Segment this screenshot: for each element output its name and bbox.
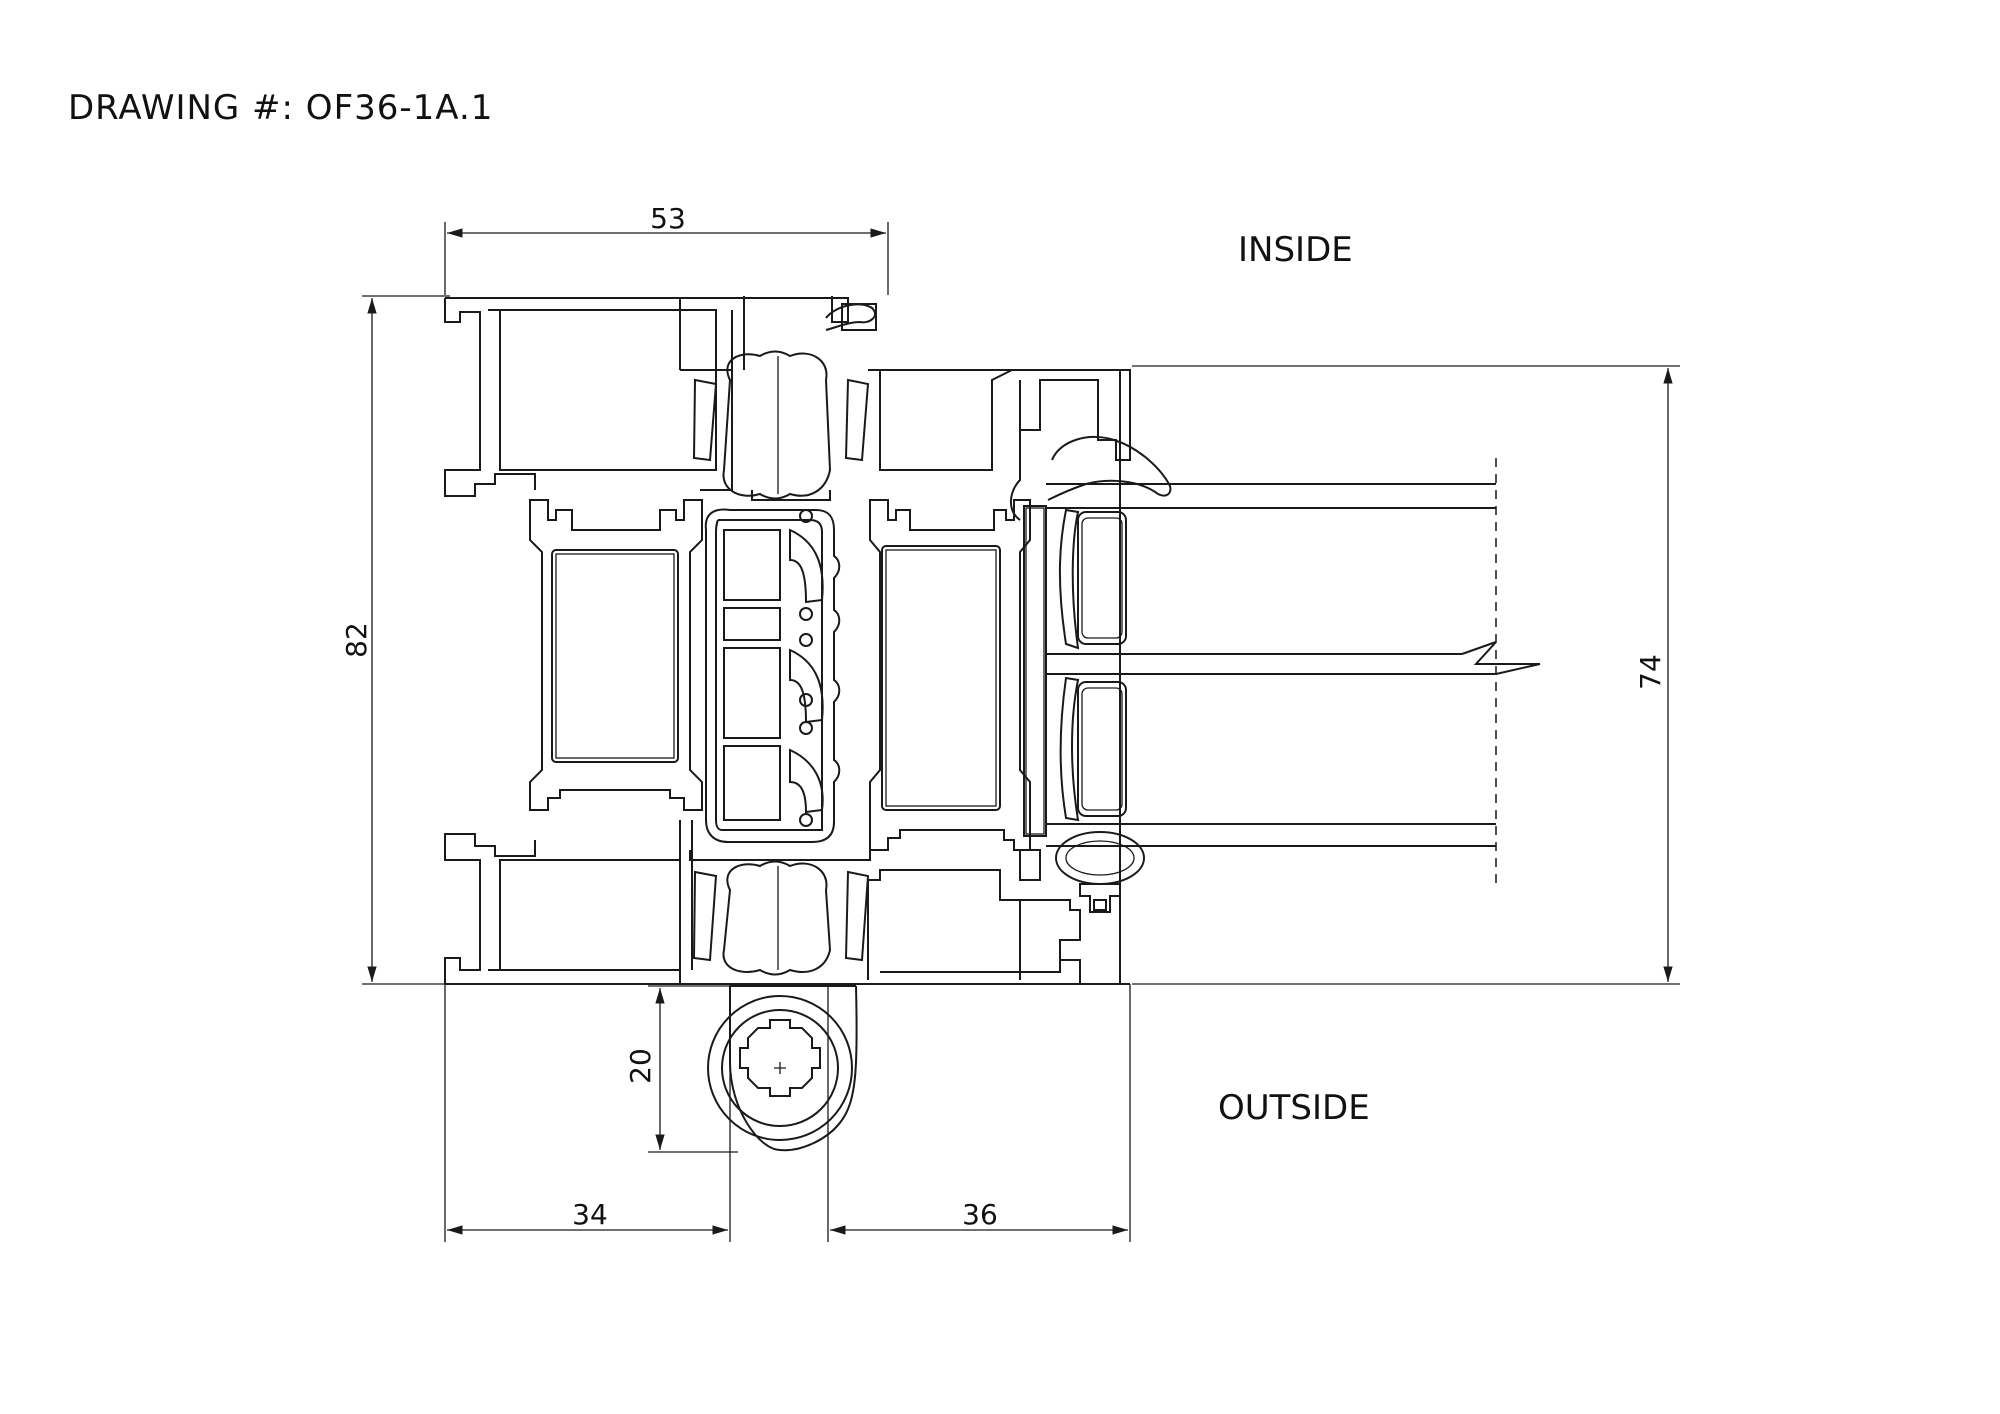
dim-top-text: 53: [650, 202, 686, 235]
left-insulation-chamber: [529, 499, 703, 811]
dimension-bottom-left: 34: [444, 984, 731, 1242]
bottom-gasket-group: [689, 850, 871, 976]
dimension-top: 53: [444, 202, 889, 295]
dimension-left: 82: [340, 295, 450, 985]
outer-frame-top: [444, 296, 849, 497]
dim-bottom-right-text: 36: [962, 1198, 998, 1231]
lock-cylinder: [707, 985, 858, 1152]
inside-label: INSIDE: [1238, 230, 1353, 270]
outer-frame-bottom: [444, 820, 1130, 985]
dim-bottom-left-text: 34: [572, 1198, 608, 1231]
center-profile: [704, 508, 841, 843]
spacer-strip: [1023, 505, 1047, 837]
drawing-number: DRAWING #: OF36-1A.1: [68, 88, 494, 128]
glazing-gasket-bottom: [1059, 676, 1127, 822]
outside-label: OUTSIDE: [1218, 1088, 1370, 1128]
dim-cylinder-text: 20: [624, 1048, 657, 1084]
right-insulation-chamber: [869, 499, 1031, 851]
dim-left-text: 82: [340, 622, 373, 658]
dim-right-text: 74: [1634, 654, 1667, 690]
glazing-gasket-top: [1058, 508, 1127, 650]
dimension-cylinder: 20: [624, 985, 738, 1153]
dimension-bottom-right: 36: [827, 984, 1131, 1242]
dimension-right: 74: [1132, 365, 1680, 985]
top-gasket-group: [692, 303, 877, 501]
glazing-unit: [1046, 458, 1541, 884]
bulb-seal: [1055, 831, 1145, 913]
